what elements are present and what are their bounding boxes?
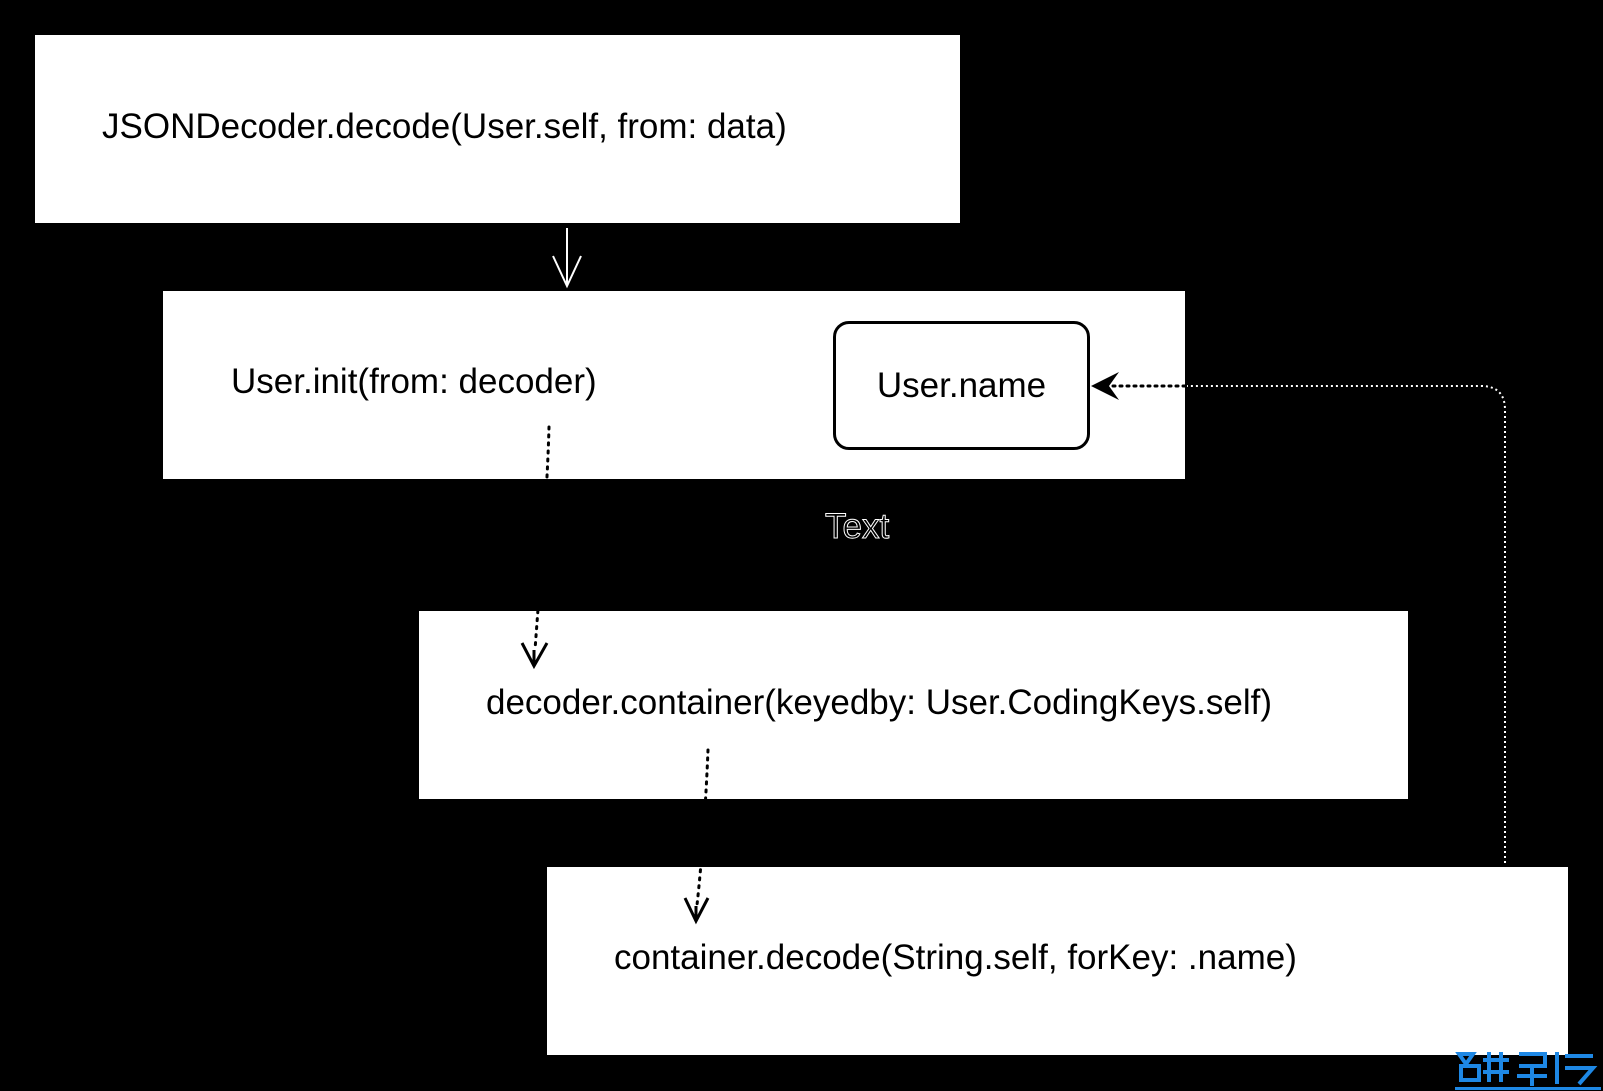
- node-decoder-container: decoder.container(keyedby: User.CodingKe…: [419, 611, 1408, 799]
- node-json-decoder-decode: JSONDecoder.decode(User.self, from: data…: [35, 35, 960, 223]
- floating-text-label: Text: [824, 507, 890, 546]
- watermark-logo: [1455, 1052, 1601, 1090]
- node-container-decode: container.decode(String.self, forKey: .n…: [547, 867, 1568, 1055]
- node-container-decode-label: container.decode(String.self, forKey: .n…: [614, 938, 1297, 977]
- node-user-name: User.name: [833, 321, 1090, 450]
- node-json-decoder-decode-label: JSONDecoder.decode(User.self, from: data…: [102, 107, 787, 146]
- node-user-name-label: User.name: [876, 366, 1047, 405]
- edge-decode-to-init: [552, 228, 582, 289]
- node-user-init-label: User.init(from: decoder): [231, 362, 597, 401]
- node-decoder-container-label: decoder.container(keyedby: User.CodingKe…: [486, 683, 1272, 722]
